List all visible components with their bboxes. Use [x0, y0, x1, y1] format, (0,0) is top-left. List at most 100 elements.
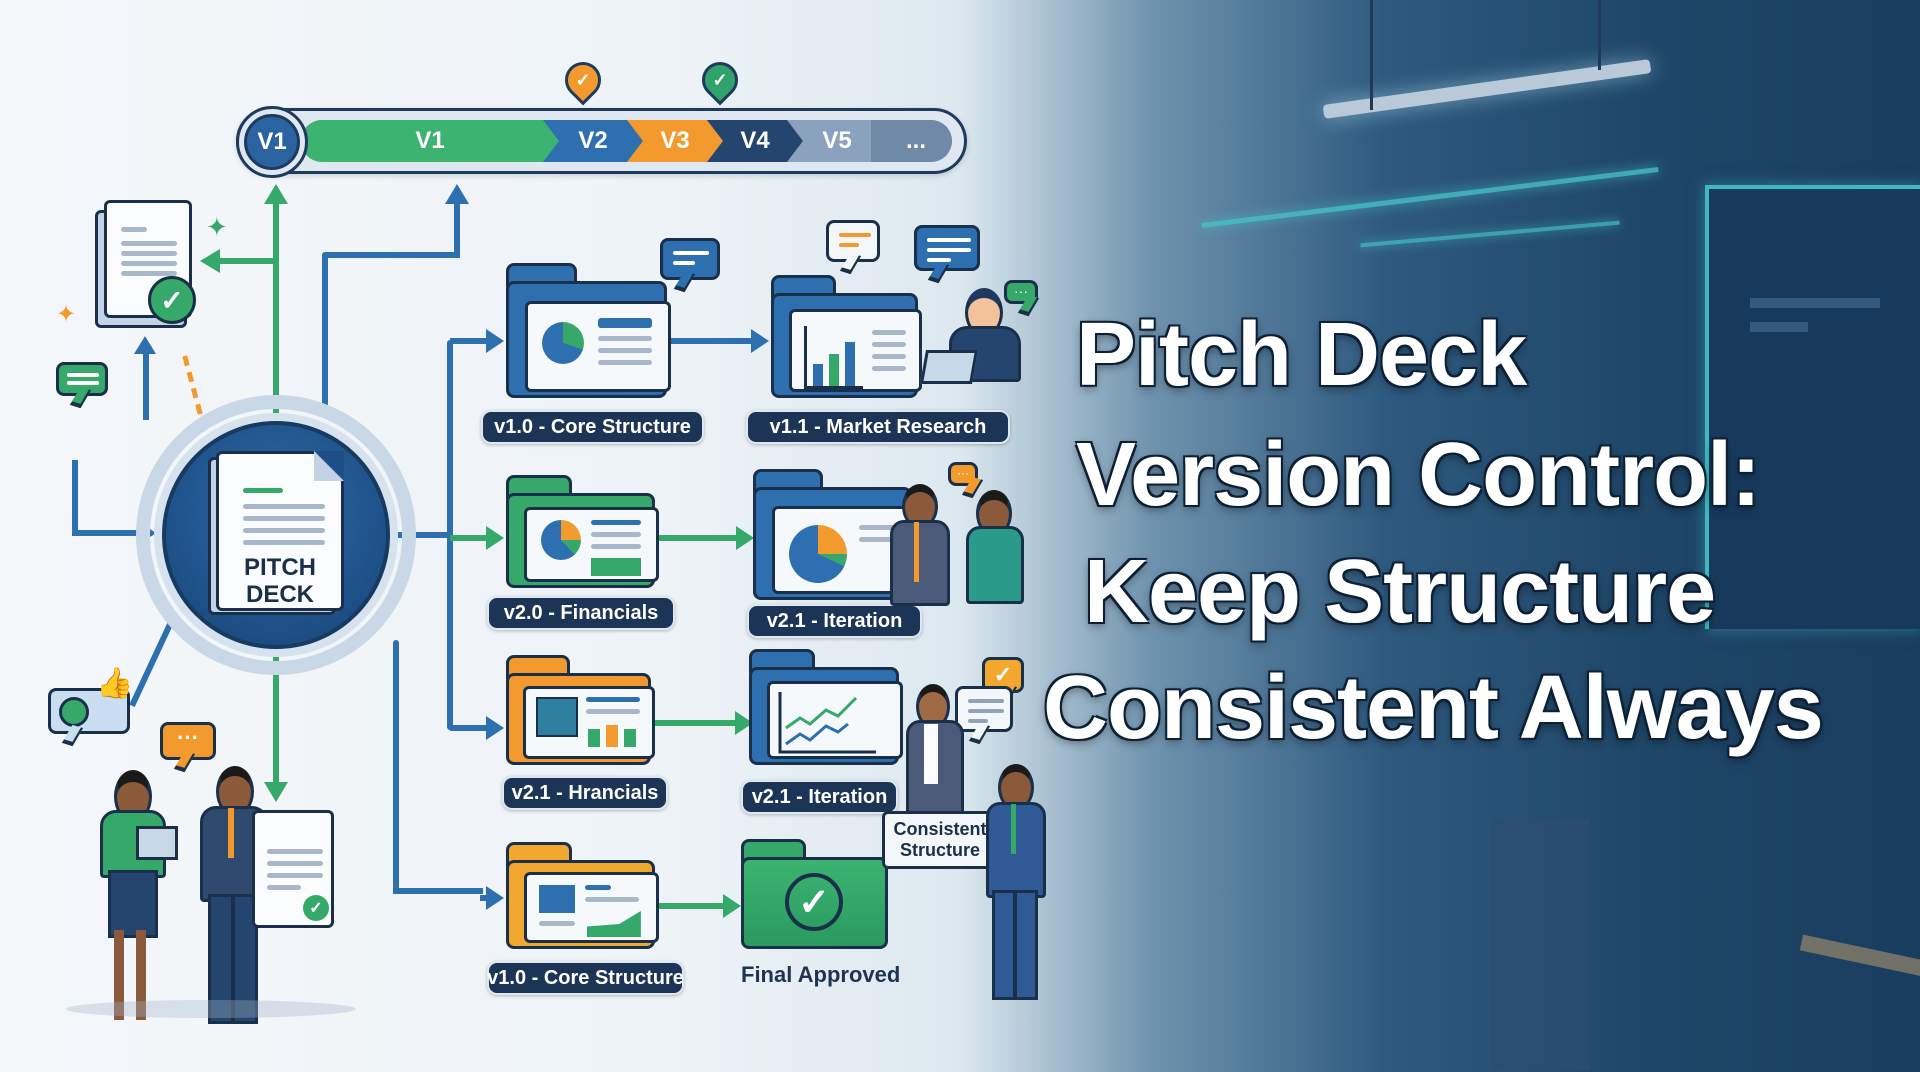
version-timeline: V1 V2 V3 V4 V5 ... [236, 108, 967, 174]
doc-line [243, 516, 325, 521]
comment-bubble-icon [955, 686, 1013, 732]
headline-line-4: Consistent Always [1043, 658, 1824, 758]
connector-up-blue [322, 255, 328, 405]
doc-line [243, 504, 325, 509]
thumbs-up-icon: 👍 [96, 667, 134, 700]
connector-left-in [72, 460, 78, 530]
pitch-deck-label-line1: PITCH [244, 554, 316, 581]
bar-chart-icon [590, 557, 641, 576]
arrow-v1-0-to-final [655, 894, 741, 918]
version-label: v2.1 - Hrancials [502, 776, 668, 810]
timeline-segment-v4[interactable]: V4 [707, 120, 803, 162]
bar-chart-icon [803, 326, 863, 390]
folder-v1-1-market-research[interactable] [771, 275, 922, 398]
connector-bottom-left [129, 622, 173, 708]
arrow-v2-1-to-v2-1 [651, 711, 753, 735]
arrow-left-in [72, 521, 156, 545]
check-icon: ✓ [712, 69, 728, 90]
chat-bubble-icon [56, 362, 108, 396]
folder-v2-1-iteration-2[interactable] [749, 649, 903, 765]
pie-chart-icon [789, 524, 848, 583]
branch-bottom-blue [393, 640, 399, 890]
sign-line1: Consistent [893, 819, 987, 839]
doc-corner-fold [314, 451, 344, 481]
cabinet [1490, 820, 1590, 1070]
pitch-deck-hub[interactable]: PITCH DECK [162, 421, 390, 649]
arrow-v2-0-to-v2-1 [655, 526, 754, 550]
neon-strip [1201, 166, 1659, 229]
arrowhead-left-icon [200, 249, 220, 273]
person-man-tablet [888, 484, 950, 606]
pie-chart-icon [542, 321, 585, 364]
folder-final-approved[interactable]: ✓ [741, 839, 888, 949]
headline-line-3: Keep Structure [1084, 542, 1716, 642]
doc-line [121, 227, 147, 232]
arrowhead-up-icon [134, 336, 156, 354]
doc-line [121, 261, 177, 266]
consistent-structure-sign: Consistent Structure [882, 811, 998, 869]
doc-line [243, 540, 325, 545]
comment-bubble-icon [660, 238, 720, 280]
monitor-frame [1705, 185, 1920, 629]
area-chart-icon [586, 910, 641, 937]
folder-v2-1-hrancials[interactable] [506, 655, 655, 765]
version-label: v2.0 - Financials [487, 596, 675, 630]
folder-v2-0-financials[interactable] [506, 475, 659, 588]
connector-up-blue-v2 [454, 200, 460, 258]
check-badge-icon: ✓ [303, 895, 329, 921]
timeline-pin-orange: ✓ [557, 54, 609, 106]
folder-v1-0-core-structure-2[interactable] [506, 842, 659, 949]
arrow-v1-0-to-v1-1 [667, 329, 769, 353]
sign-line2: Structure [899, 840, 980, 860]
typing-bubble-icon: ··· [160, 722, 216, 760]
doc-line [243, 488, 283, 493]
version-label: v2.1 - Iteration [747, 604, 922, 638]
timeline-segment-more[interactable]: ... [871, 120, 952, 162]
check-circle-icon: ✓ [785, 873, 843, 931]
check-badge-icon: ✓ [148, 276, 196, 324]
document-icon: PITCH DECK [216, 451, 344, 611]
arrowhead-up-icon [445, 184, 469, 204]
version-label: v2.1 - Iteration [741, 780, 898, 814]
monitor-line [1750, 298, 1880, 308]
timeline-start-badge[interactable]: V1 [236, 106, 308, 178]
connector-doc-up [143, 350, 149, 420]
comment-bubble-icon [826, 220, 880, 262]
image-icon [536, 696, 579, 737]
headline-line-2: Version Control: [1076, 425, 1761, 525]
timeline-segment-v2[interactable]: V2 [543, 120, 643, 162]
doc-line [121, 251, 177, 256]
folder-v2-1-iteration[interactable] [753, 469, 916, 600]
lamp-cord-right [1598, 0, 1601, 70]
doc-line [243, 528, 325, 533]
check-icon: ✓ [575, 69, 591, 90]
arrowhead-down-icon [264, 782, 288, 802]
arrow-to-v2-0 [450, 526, 504, 550]
pie-chart-icon [540, 519, 581, 560]
version-label: v1.1 - Market Research [746, 410, 1010, 444]
person-man-holding-sign [986, 764, 1046, 1000]
connector-down-green [273, 655, 279, 785]
timeline-segment-v3[interactable]: V3 [627, 120, 723, 162]
typing-bubble-icon: ··· [948, 462, 978, 486]
connector-up-blue-h [322, 252, 457, 258]
image-icon [538, 884, 575, 913]
tablet-icon [136, 826, 178, 860]
person-woman-pointing [902, 684, 964, 816]
folder-v1-0-core-structure[interactable] [506, 263, 671, 398]
person-woman-green-jacket [96, 770, 178, 1030]
timeline-segment-v1[interactable]: V1 [301, 120, 559, 162]
timeline-segment-v5[interactable]: V5 [787, 120, 887, 162]
final-approved-label: Final Approved [741, 962, 901, 987]
monitor-line [1750, 322, 1808, 332]
line-chart-icon [778, 692, 876, 754]
pitch-deck-label-line2: DECK [245, 581, 314, 608]
timeline-track: V1 V2 V3 V4 V5 ... [301, 120, 952, 162]
profile-bubble-icon [48, 688, 130, 734]
connector-left-green [218, 258, 274, 264]
lamp-cord-left [1370, 0, 1373, 110]
timeline-pin-green: ✓ [694, 54, 746, 106]
sparkle-icon: ✦ [206, 212, 228, 242]
approved-document-icon: ✓ [252, 810, 334, 928]
